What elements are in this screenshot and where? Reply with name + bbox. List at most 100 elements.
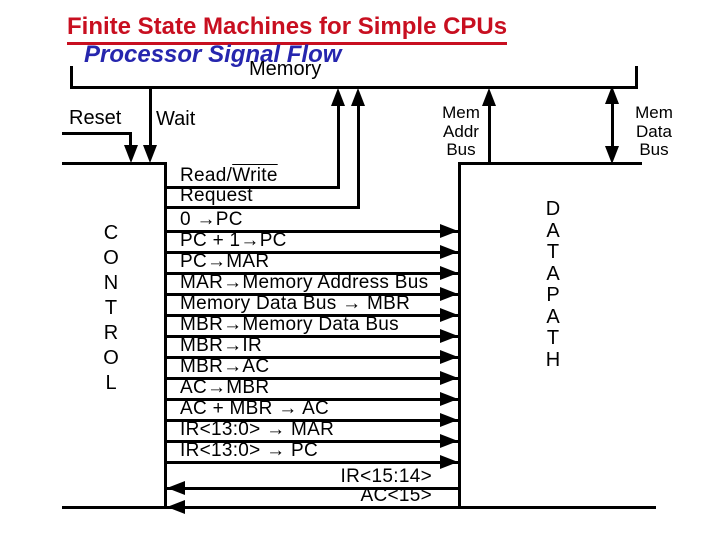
mem-addr-bus-line3: Bus xyxy=(446,140,476,159)
arrowhead-right-icon xyxy=(440,455,458,469)
signal-wire xyxy=(166,461,458,464)
arrowhead-right-icon xyxy=(440,371,458,385)
reset-wire-vertical xyxy=(129,132,132,148)
signal-wire xyxy=(166,377,458,380)
control-box-right-edge xyxy=(164,162,167,509)
signal-label: IR<15:14> xyxy=(340,466,432,487)
mem-data-bus-line3: Bus xyxy=(639,140,669,159)
datapath-box-top-edge xyxy=(458,162,642,165)
arrowhead-right-icon xyxy=(440,350,458,364)
arrowhead-right-icon xyxy=(440,287,458,301)
request-wire-horizontal xyxy=(166,206,360,209)
datapath-letter: P xyxy=(546,284,560,306)
wait-label: Wait xyxy=(156,108,196,130)
request-arrowhead-up-icon xyxy=(351,88,365,106)
datapath-box-left-edge xyxy=(458,162,461,509)
control-letter: T xyxy=(104,297,118,319)
signal-label: IR<13:0> → PC xyxy=(180,440,319,461)
signal-label: 0 →PC xyxy=(180,209,243,230)
arrowhead-left-icon xyxy=(167,500,185,514)
datapath-letter: A xyxy=(546,262,560,285)
arrowhead-right-icon xyxy=(440,413,458,427)
read-write-signal-label: Read/Write xyxy=(180,166,278,186)
slide-subtitle: Processor Signal Flow xyxy=(84,41,342,68)
arrowhead-right-icon xyxy=(440,329,458,343)
control-box-top-edge xyxy=(62,162,167,165)
control-box-bottom-edge xyxy=(62,506,167,509)
signal-label: AC→MBR xyxy=(180,377,270,398)
memory-box-right-edge xyxy=(635,66,638,89)
read-write-prefix: Read/ xyxy=(180,165,233,186)
arrowhead-left-icon xyxy=(167,481,185,495)
arrowhead-right-icon xyxy=(440,266,458,280)
mem-addr-arrowhead-up-icon xyxy=(482,88,496,106)
signal-wire xyxy=(166,314,458,317)
read-write-wire-horizontal xyxy=(166,186,340,189)
arrowhead-right-icon xyxy=(440,434,458,448)
datapath-letter: T xyxy=(546,327,560,349)
datapath-letter: D xyxy=(545,198,561,220)
datapath-letter: T xyxy=(546,241,560,263)
slide-title: Finite State Machines for Simple CPUs xyxy=(67,13,508,45)
signal-label: AC + MBR → AC xyxy=(180,398,330,419)
request-signal-label: Request xyxy=(180,185,253,206)
read-write-overlined: Write xyxy=(232,165,278,186)
control-letter: C xyxy=(103,222,119,244)
wait-wire-vertical xyxy=(149,88,152,147)
mem-data-bus-label: Mem Data Bus xyxy=(627,103,681,160)
reset-arrowhead-down-icon xyxy=(124,145,138,163)
mem-data-bus-line2: Data xyxy=(636,121,672,141)
signal-wire xyxy=(166,335,458,338)
wait-arrowhead-down-icon xyxy=(143,145,157,163)
signal-wire xyxy=(166,440,458,443)
control-letter: O xyxy=(103,347,119,369)
signal-wire xyxy=(166,356,458,359)
signal-wire xyxy=(166,398,458,401)
datapath-box-bottom-edge xyxy=(458,506,656,509)
control-letter: L xyxy=(105,372,117,394)
signal-wire xyxy=(167,487,458,490)
signal-label: AC<15> xyxy=(360,485,432,506)
signal-label: Memory Data Bus → MBR xyxy=(180,293,411,314)
reset-label: Reset xyxy=(69,107,122,129)
arrowhead-right-icon xyxy=(440,224,458,238)
mem-data-bus-wire xyxy=(611,100,614,150)
control-letter: N xyxy=(103,272,119,294)
datapath-letter: H xyxy=(545,348,561,371)
signal-label: MBR→Memory Data Bus xyxy=(180,314,399,335)
signal-label: MAR→Memory Address Bus xyxy=(180,272,429,293)
memory-box-bottom-edge xyxy=(70,86,638,89)
mem-addr-bus-label: Mem Addr Bus xyxy=(434,103,488,160)
mem-data-bus-line1: Mem xyxy=(635,103,673,122)
reset-wire-horizontal xyxy=(62,132,132,135)
signal-wire xyxy=(166,230,458,233)
read-write-arrowhead-up-icon xyxy=(331,88,345,106)
mem-addr-bus-line2: Addr xyxy=(443,121,479,141)
request-wire-vertical xyxy=(357,104,360,209)
memory-box-left-edge xyxy=(70,66,73,89)
arrowhead-right-icon xyxy=(440,392,458,406)
control-letter: O xyxy=(103,247,119,269)
signal-wire xyxy=(166,419,458,422)
memory-block-label: Memory xyxy=(249,58,322,80)
signal-label: MBR→IR xyxy=(180,335,263,356)
signal-wire xyxy=(167,506,458,509)
read-write-wire-vertical xyxy=(337,104,340,189)
arrowhead-right-icon xyxy=(440,308,458,322)
signal-wire xyxy=(166,272,458,275)
mem-addr-bus-wire xyxy=(488,104,491,164)
datapath-letter: A xyxy=(546,305,560,328)
signal-wire xyxy=(166,251,458,254)
signal-label: MBR→AC xyxy=(180,356,270,377)
arrowhead-right-icon xyxy=(440,245,458,259)
control-letter: R xyxy=(103,322,119,344)
datapath-block-label: D A T A P A T H xyxy=(536,198,570,371)
mem-addr-bus-line1: Mem xyxy=(442,103,480,122)
datapath-letter: A xyxy=(546,219,560,242)
signal-wire xyxy=(166,293,458,296)
mem-data-arrowhead-up-icon xyxy=(605,86,619,104)
signal-label: PC + 1→PC xyxy=(180,230,287,251)
signal-label: PC→MAR xyxy=(180,251,270,272)
control-block-label: C O N T R O L xyxy=(94,221,128,396)
